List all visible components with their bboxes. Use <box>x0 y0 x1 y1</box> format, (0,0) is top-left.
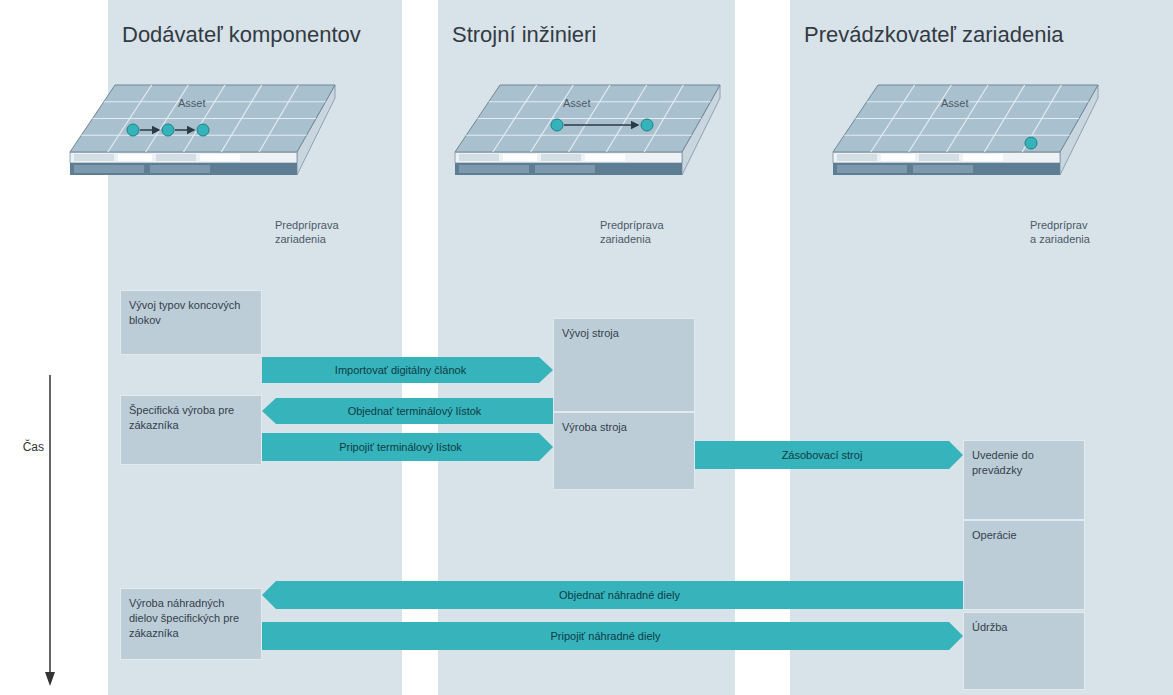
process-box: Vývoj typov koncových blokov <box>120 290 262 355</box>
process-box: Uvedenie do prevádzky <box>963 440 1085 520</box>
axis-label: Čas <box>14 440 44 456</box>
process-box: Výroba stroja <box>553 412 695 490</box>
process-box: Špecifická výroba pre zákazníka <box>120 395 262 465</box>
flow-arrow <box>262 433 553 461</box>
flow-label: Objednať terminálový lístok <box>345 404 485 418</box>
box-label: Uvedenie do prevádzky <box>972 448 1076 478</box>
stage-label: Predpríprava zariadenia <box>600 218 678 247</box>
box-label: Špecifická výroba pre zákazníka <box>129 403 253 433</box>
box-label: Vývoj stroja <box>562 326 686 341</box>
lane-title: Strojní inžinieri <box>452 22 735 48</box>
box-label: Údržba <box>972 620 1076 635</box>
flow-label: Pripojiť náhradné diely <box>548 629 664 643</box>
lane-title: Dodávateľ komponentov <box>122 22 402 48</box>
box-label: Výroba stroja <box>562 420 686 435</box>
stage-label: Predpríprava zariadenia <box>275 218 353 247</box>
asset-label: Asset <box>178 96 238 110</box>
flow-arrow <box>262 622 963 650</box>
process-box: Operácie <box>963 520 1085 610</box>
process-box: Vývoj stroja <box>553 318 695 412</box>
flow-arrow <box>262 581 963 609</box>
flow-label: Pripojiť terminálový lístok <box>336 440 465 454</box>
box-label: Vývoj typov koncových blokov <box>129 298 253 328</box>
lane-title: Prevádzkovateľ zariadenia <box>804 22 1173 48</box>
asset-label: Asset <box>563 96 623 110</box>
flow-label: Importovať digitálny článok <box>332 363 469 377</box>
flow-label: Zásobovací stroj <box>779 448 866 462</box>
flow-arrow <box>262 357 553 383</box>
flow-arrow <box>262 398 553 424</box>
process-box: Výroba náhradných dielov špecifických pr… <box>120 588 262 660</box>
process-box: Údržba <box>963 612 1085 690</box>
box-label: Operácie <box>972 528 1076 543</box>
asset-label: Asset <box>941 96 1001 110</box>
box-label: Výroba náhradných dielov špecifických pr… <box>129 596 253 641</box>
flow-label: Objednať náhradné diely <box>556 588 683 602</box>
flow-arrow <box>695 441 963 469</box>
stage-label: Predpríprav a zariadenia <box>1030 218 1096 247</box>
